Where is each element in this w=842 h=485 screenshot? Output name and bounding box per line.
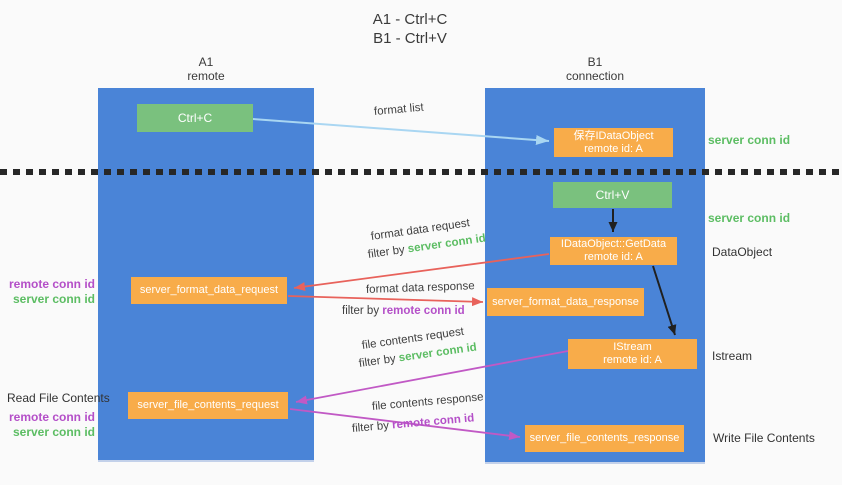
arrow-format-list (252, 118, 550, 146)
node-istream-text: IStream remote id: A (603, 341, 662, 367)
title-line-2: B1 - Ctrl+V (373, 30, 447, 47)
node-idataobject-getdata-line2: remote id: A (584, 251, 643, 263)
lane-b1-name: B1 (587, 55, 603, 69)
arrow-file-contents-request (295, 350, 569, 405)
lane-a1-role: remote (187, 69, 225, 83)
node-ctrl-v-label: Ctrl+V (595, 187, 630, 202)
node-server-file-contents-request-label: server_file_contents_request (137, 399, 279, 411)
node-server-file-contents-request: server_file_contents_request (128, 392, 288, 419)
node-server-format-data-response: server_format_data_response (487, 288, 644, 316)
arrow-getdata-to-istream (652, 265, 677, 336)
dotted-separator-line (0, 169, 842, 175)
node-istream: IStream remote id: A (568, 339, 697, 369)
annotation-istream: Istream (712, 349, 753, 363)
annotation-server-conn-id-mid: server conn id (708, 211, 791, 225)
annotation-server-conn-id-2: server conn id (12, 425, 95, 439)
node-server-format-data-response-label: server_format_data_response (492, 295, 639, 308)
edge-label-format-data-response-filter: filter by remote conn id (342, 305, 465, 317)
lane-b1-role: connection (565, 69, 625, 83)
node-istream-line1: IStream (613, 341, 652, 353)
node-idataobject-getdata: IDataObject::GetData remote id: A (550, 237, 677, 265)
remote-conn-id-key: remote conn id (382, 305, 465, 317)
annotation-dataobject: DataObject (712, 245, 773, 259)
lane-header-b1: B1 connection (485, 55, 705, 83)
annotation-conn-ids-file: remote conn id server conn id (0, 410, 95, 440)
annotation-server-conn-id-top: server conn id (708, 133, 791, 147)
annotation-write-file-contents: Write File Contents (713, 431, 815, 445)
lane-a1-name: A1 (198, 55, 214, 69)
node-ctrl-c: Ctrl+C (137, 104, 253, 132)
filter-by-text: filter by (342, 305, 383, 317)
annotation-remote-conn-id-2: remote conn id (8, 410, 95, 424)
node-ctrl-v: Ctrl+V (553, 182, 672, 208)
node-server-format-data-request-label: server_format_data_request (139, 284, 279, 296)
node-server-file-contents-response: server_file_contents_response (525, 425, 684, 452)
lane-header-a1: A1 remote (98, 55, 314, 83)
node-save-idataobject-line2: remote id: A (584, 142, 643, 155)
annotation-conn-ids-format: remote conn id server conn id (0, 277, 95, 307)
node-idataobject-getdata-line1: IDataObject::GetData (560, 238, 667, 250)
node-save-idataobject-line1: 保存IDataObject (573, 129, 654, 142)
arrow-format-data-response (287, 295, 484, 307)
node-save-idataobject: 保存IDataObject remote id: A (554, 128, 673, 157)
arrow-format-data-request (293, 253, 550, 292)
node-server-format-data-request: server_format_data_request (131, 277, 287, 304)
diagram-title: A1 - Ctrl+C B1 - Ctrl+V (0, 10, 820, 48)
node-idataobject-getdata-text: IDataObject::GetData remote id: A (561, 238, 666, 264)
node-server-file-contents-response-label: server_file_contents_response (529, 432, 680, 444)
node-save-idataobject-text: 保存IDataObject remote id: A (573, 130, 653, 156)
node-ctrl-c-label: Ctrl+C (177, 110, 213, 125)
node-istream-line2: remote id: A (603, 354, 662, 366)
arrow-file-contents-response (289, 408, 521, 441)
annotation-read-file-contents: Read File Contents (7, 391, 110, 405)
annotation-server-conn-id-1: server conn id (12, 292, 95, 306)
annotation-remote-conn-id-1: remote conn id (8, 277, 95, 291)
title-line-1: A1 - Ctrl+C (372, 11, 448, 28)
